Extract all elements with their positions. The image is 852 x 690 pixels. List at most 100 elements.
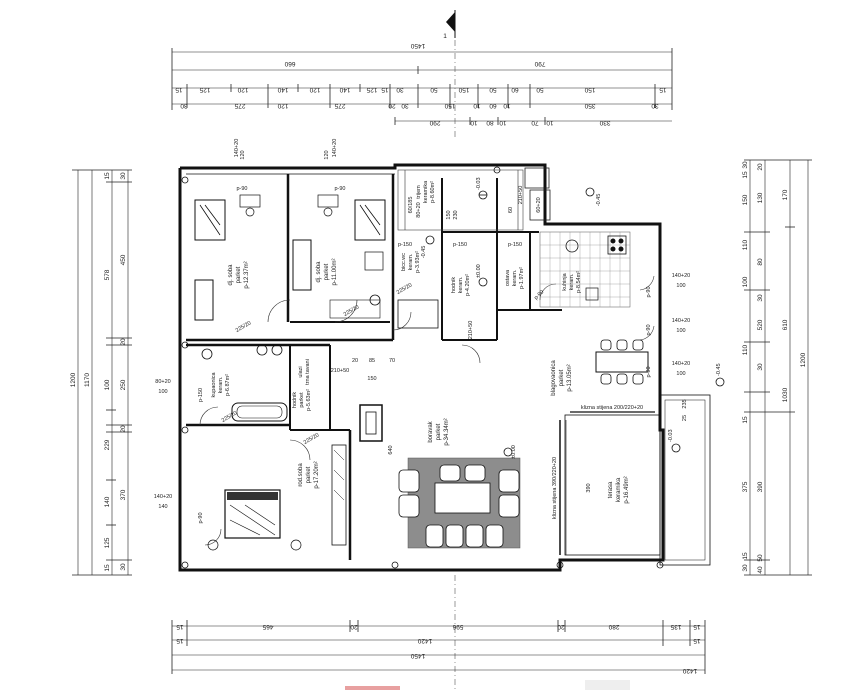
dim-top-seg: 15	[175, 86, 183, 93]
dim-left-seg2: 370	[120, 489, 127, 500]
room-floor: keramika	[616, 477, 622, 502]
room-area: p-1.97m²	[519, 267, 525, 289]
room-name: hodnik	[451, 277, 457, 293]
dim-right-seg2: 20	[757, 163, 764, 171]
room-area: p-13.05m²	[567, 364, 573, 391]
dim-left-seg: 578	[104, 269, 111, 280]
door-mark: 210+50	[331, 368, 350, 374]
stair-mark: 225/20	[343, 304, 361, 318]
level-mark: -0.45	[421, 246, 427, 259]
dim-right-outer: 1030	[782, 387, 789, 402]
north-arrow: 1	[443, 10, 456, 40]
room-name: dj. soba	[228, 264, 234, 286]
room-floor: keram.	[512, 269, 518, 286]
level-mark: ±0.00	[476, 264, 482, 278]
stair-mark: 225/20	[235, 320, 253, 334]
dim-right-seg: 30	[742, 161, 749, 169]
dim-top-seg: 125	[366, 86, 377, 93]
dim-top-seg: 120	[309, 86, 320, 93]
window-mark: 140+20	[154, 494, 173, 500]
dim-bottom-seg: 465	[262, 623, 273, 630]
level-markers: -0.03 ±0.00 ±0.00 -0.03 -0.45 -0.45 -0.4…	[421, 177, 725, 459]
dim-right-seg: 375	[742, 481, 749, 492]
dim-top-seg: 350	[584, 102, 595, 109]
dim-top-seg: 60	[511, 86, 519, 93]
dim-top-seg: 10	[499, 119, 507, 126]
room-name: rod.soba	[298, 463, 304, 487]
dim-top-seg: 30	[651, 102, 659, 109]
window-mark: 120	[324, 150, 330, 159]
room-name: hodnik	[292, 392, 298, 408]
dim-top-seg: 275	[234, 102, 245, 109]
door-mark: p-90	[646, 286, 652, 297]
dim-bottom-seg: 15	[176, 637, 184, 644]
dim-top-seg: 140	[277, 86, 288, 93]
room-name: kuhinja	[562, 272, 568, 290]
room-floor: parket	[299, 392, 305, 408]
dim-top-seg: 30	[180, 102, 188, 109]
dim-right-outer: 170	[782, 189, 789, 200]
door-mark: 150	[446, 210, 452, 219]
door-mark: 60	[508, 207, 514, 213]
dim-left-seg2: 20	[120, 338, 127, 346]
room-floor: parket	[559, 369, 565, 386]
room-area: p-17.20m²	[314, 461, 320, 488]
room-area: p-4.20m²	[465, 274, 471, 296]
dim-top-seg: 290	[429, 119, 440, 126]
porch-area	[397, 167, 551, 231]
dim-top-seg: 15	[381, 86, 389, 93]
dim-mark: 640	[388, 445, 394, 454]
dim-left-seg: 140	[104, 496, 111, 507]
dim-top-seg: 120	[237, 86, 248, 93]
dim-top-seg: 60	[489, 102, 497, 109]
dim-top-seg: 140	[339, 86, 350, 93]
dim-top-seg: 10	[546, 119, 554, 126]
dim-right-seg2: 520	[757, 319, 764, 330]
dim-mark: 25	[682, 415, 688, 421]
dim-bottom-seg: 596	[452, 623, 463, 630]
level-mark: -0.03	[476, 177, 482, 190]
right-dimension-chains: 30 15 150 110 100 110 15 375 15 30 20 13…	[742, 159, 812, 576]
dim-top-seg: 275	[334, 102, 345, 109]
door-mark: 230	[453, 210, 459, 219]
door-mark: p-90	[236, 186, 247, 192]
dim-right-seg2: 30	[757, 294, 764, 302]
door-mark: 70	[389, 358, 395, 364]
dim-top-seg: 10	[473, 102, 481, 109]
room-name: bicc.wc	[401, 253, 407, 271]
left-dimension-chains: 1200 1170 15 578 100 229 140 125 15 30 4…	[70, 169, 132, 576]
dim-right-seg: 110	[742, 344, 749, 355]
room-floor: parket	[306, 466, 312, 483]
window-mark: 140+20	[672, 361, 691, 367]
room-area: p-6.87m²	[225, 374, 231, 396]
level-mark: -0.03	[668, 429, 674, 442]
room-floor: parket	[324, 263, 330, 280]
window-mark: 140+20	[672, 318, 691, 324]
level-mark: -0.45	[596, 194, 602, 207]
room-floor: trna tavani	[305, 359, 311, 385]
dim-top-seg: 10	[503, 102, 511, 109]
dim-left-seg2: 250	[120, 379, 127, 390]
room-floor: parket	[236, 266, 242, 283]
door-mark: p-90	[646, 324, 652, 335]
dim-bottom-seg: 20	[557, 623, 565, 630]
dim-right-outer: 610	[782, 319, 789, 330]
dim-top-seg: 30	[401, 102, 409, 109]
dim-top-seg: 15	[659, 86, 667, 93]
dim-top-total: 1450	[410, 42, 425, 49]
dim-left-mid: 1170	[84, 373, 91, 387]
window-mark: 140+20	[332, 139, 338, 158]
room-area: p-12.37m²	[244, 261, 250, 288]
dim-top-seg: 50	[489, 86, 497, 93]
door-mark: p-90	[646, 366, 652, 377]
window-mark: 140	[158, 504, 167, 510]
door-swings	[199, 275, 655, 546]
sliding-door-mark: klizna stijena 390/220+20	[552, 457, 558, 519]
dim-bottom-seg: 15	[176, 623, 184, 630]
door-mark: p-90	[533, 289, 545, 301]
dim-bottom-seg: 1420	[417, 637, 432, 644]
grid-markers	[181, 166, 664, 569]
room-name: dj. soba	[316, 261, 322, 283]
stair-mark: 225/20	[221, 410, 239, 424]
